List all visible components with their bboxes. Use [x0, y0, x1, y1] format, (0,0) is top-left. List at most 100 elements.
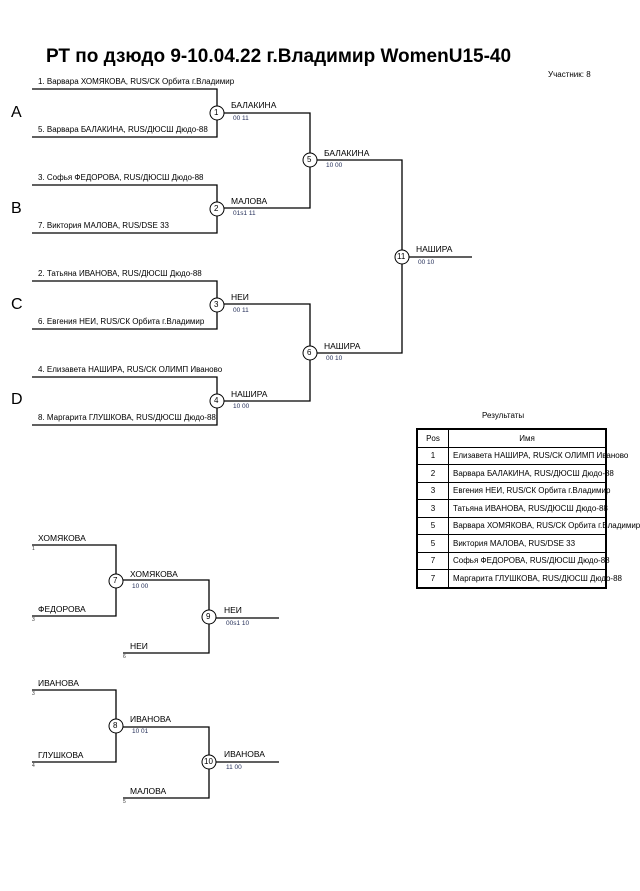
match-winner: МАЛОВА: [231, 196, 268, 206]
match-score: 01s1 11: [233, 210, 256, 217]
match-score: 10 00: [326, 162, 343, 169]
result-pos: 1: [416, 446, 449, 465]
match-node: [209, 201, 225, 217]
match-node: [302, 152, 318, 168]
match-winner: НАШИРА: [231, 389, 268, 399]
repechage-entry: ФЕДОРОВА: [38, 604, 86, 614]
match-score: 10 01: [132, 728, 149, 735]
result-pos: 3: [416, 481, 449, 500]
repechage-entry: ХОМЯКОВА: [38, 533, 86, 543]
match-number: 3: [214, 300, 219, 309]
match-score: 00 11: [233, 115, 249, 122]
pool-label-a: A: [11, 104, 22, 121]
table-header-row: Pos Имя: [416, 428, 607, 448]
participant-count: Участник: 8: [548, 70, 591, 79]
match-score: 00s1 10: [226, 620, 250, 627]
match-node: [394, 249, 410, 265]
match-node: [302, 345, 318, 361]
match-winner: ИВАНОВА: [224, 749, 265, 759]
result-pos: 7: [416, 569, 449, 588]
entry: 7. Виктория МАЛОВА, RUS/DSE 33: [38, 221, 169, 230]
match-score: 00 10: [418, 259, 435, 266]
entry: 2. Татьяна ИВАНОВА, RUS/ДЮСШ Дюдо-88: [38, 269, 202, 278]
seed-number: 6: [123, 654, 126, 660]
result-name: Варвара БАЛАКИНА, RUS/ДЮСШ Дюдо-88: [448, 464, 614, 483]
entry: 1. Варвара ХОМЯКОВА, RUS/СК Орбита г.Вла…: [38, 77, 235, 86]
seed-number: 4: [32, 763, 35, 769]
repechage-entry: НЕИ: [130, 641, 148, 651]
seed-number: 5: [123, 799, 126, 805]
match-winner: НЕИ: [224, 605, 242, 615]
seed-number: 3: [32, 617, 35, 623]
match-number: 9: [206, 612, 211, 621]
page-title: РТ по дзюдо 9-10.04.22 г.Владимир WomenU…: [46, 46, 512, 67]
column-header-name: Имя: [448, 428, 607, 448]
repechage-entry: ИВАНОВА: [38, 678, 79, 688]
pool-label-c: C: [11, 296, 23, 313]
entry: 3. Софья ФЕДОРОВА, RUS/ДЮСШ Дюдо-88: [38, 173, 204, 182]
match-winner: БАЛАКИНА: [324, 148, 370, 158]
match-winner: НЕИ: [231, 292, 249, 302]
match-score: 00 10: [326, 355, 343, 362]
result-name: Маргарита ГЛУШКОВА, RUS/ДЮСШ Дюдо-88: [448, 569, 622, 588]
match-number: 4: [214, 396, 219, 405]
match-node: [209, 105, 225, 121]
match-node: [108, 573, 124, 589]
match-number: 11: [397, 252, 406, 261]
entry: 6. Евгения НЕИ, RUS/СК Орбита г.Владимир: [38, 317, 205, 326]
match-winner: НАШИРА: [416, 244, 453, 254]
result-pos: 5: [416, 516, 449, 535]
match-number: 1: [214, 108, 219, 117]
result-pos: 3: [416, 499, 449, 518]
result-name: Татьяна ИВАНОВА, RUS/ДЮСШ Дюдо-88: [448, 499, 608, 518]
match-score: 11 00: [226, 764, 242, 771]
match-number: 8: [113, 721, 118, 730]
seed-number: 3: [32, 691, 35, 697]
repechage-entry: ГЛУШКОВА: [38, 750, 84, 760]
seed-number: 1: [32, 546, 35, 552]
result-name: Варвара ХОМЯКОВА, RUS/СК Орбита г.Владим…: [448, 516, 640, 535]
results-title: Результаты: [482, 411, 525, 420]
result-pos: 7: [416, 551, 449, 570]
pool-label-d: D: [11, 391, 23, 408]
pool-label-b: B: [11, 200, 22, 217]
result-name: Елизавета НАШИРА, RUS/СК ОЛИМП Иваново: [448, 446, 628, 465]
match-winner: ИВАНОВА: [130, 714, 171, 724]
match-winner: НАШИРА: [324, 341, 361, 351]
match-node: [209, 297, 225, 313]
match-winner: БАЛАКИНА: [231, 100, 277, 110]
match-node: [209, 393, 225, 409]
match-node: [108, 718, 124, 734]
result-name: Виктория МАЛОВА, RUS/DSE 33: [448, 534, 607, 553]
match-number: 10: [204, 757, 213, 766]
repechage-entry: МАЛОВА: [130, 786, 167, 796]
match-score: 00 11: [233, 307, 249, 314]
result-name: Евгения НЕИ, RUS/СК Орбита г.Владимир: [448, 481, 610, 500]
match-node: [201, 754, 217, 770]
entry: 4. Елизавета НАШИРА, RUS/СК ОЛИМП Иванов…: [38, 365, 223, 374]
column-header-pos: Pos: [416, 428, 449, 448]
entry: 8. Маргарита ГЛУШКОВА, RUS/ДЮСШ Дюдо-88: [38, 413, 216, 422]
result-pos: 2: [416, 464, 449, 483]
match-node: [201, 609, 217, 625]
match-number: 5: [307, 155, 312, 164]
match-winner: ХОМЯКОВА: [130, 569, 178, 579]
match-score: 10 00: [233, 403, 250, 410]
match-number: 2: [214, 204, 219, 213]
result-name: Софья ФЕДОРОВА, RUS/ДЮСШ Дюдо-88: [448, 551, 610, 570]
result-pos: 5: [416, 534, 449, 553]
match-number: 6: [307, 348, 312, 357]
match-score: 10 00: [132, 583, 149, 590]
match-number: 7: [113, 576, 118, 585]
entry: 5. Варвара БАЛАКИНА, RUS/ДЮСШ Дюдо-88: [38, 125, 208, 134]
